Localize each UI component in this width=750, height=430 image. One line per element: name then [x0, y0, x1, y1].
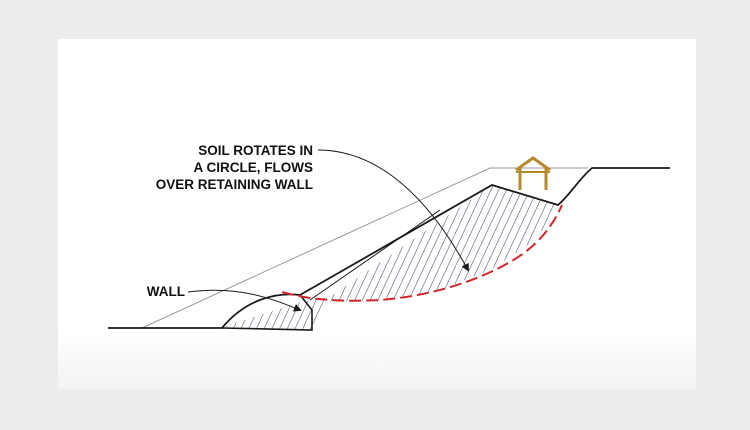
soil-label-line3: OVER RETAINING WALL	[156, 177, 313, 192]
sliding-soil-mass	[220, 185, 560, 330]
failure-plane-line	[309, 209, 441, 301]
slip-circle	[281, 204, 563, 302]
retaining-wall	[221, 294, 313, 331]
wall-label: WALL	[147, 284, 185, 299]
card-bottom-fade	[58, 330, 696, 389]
soil-leader-arrow	[317, 149, 469, 272]
gazebo-icon	[515, 156, 551, 190]
original-grade-line	[141, 167, 588, 329]
ground-profile	[108, 167, 670, 329]
wall-leader-arrow	[187, 289, 302, 312]
soil-label-line2: A CIRCLE, FLOWS	[194, 160, 314, 175]
soil-label-line1: SOIL ROTATES IN	[198, 143, 313, 158]
